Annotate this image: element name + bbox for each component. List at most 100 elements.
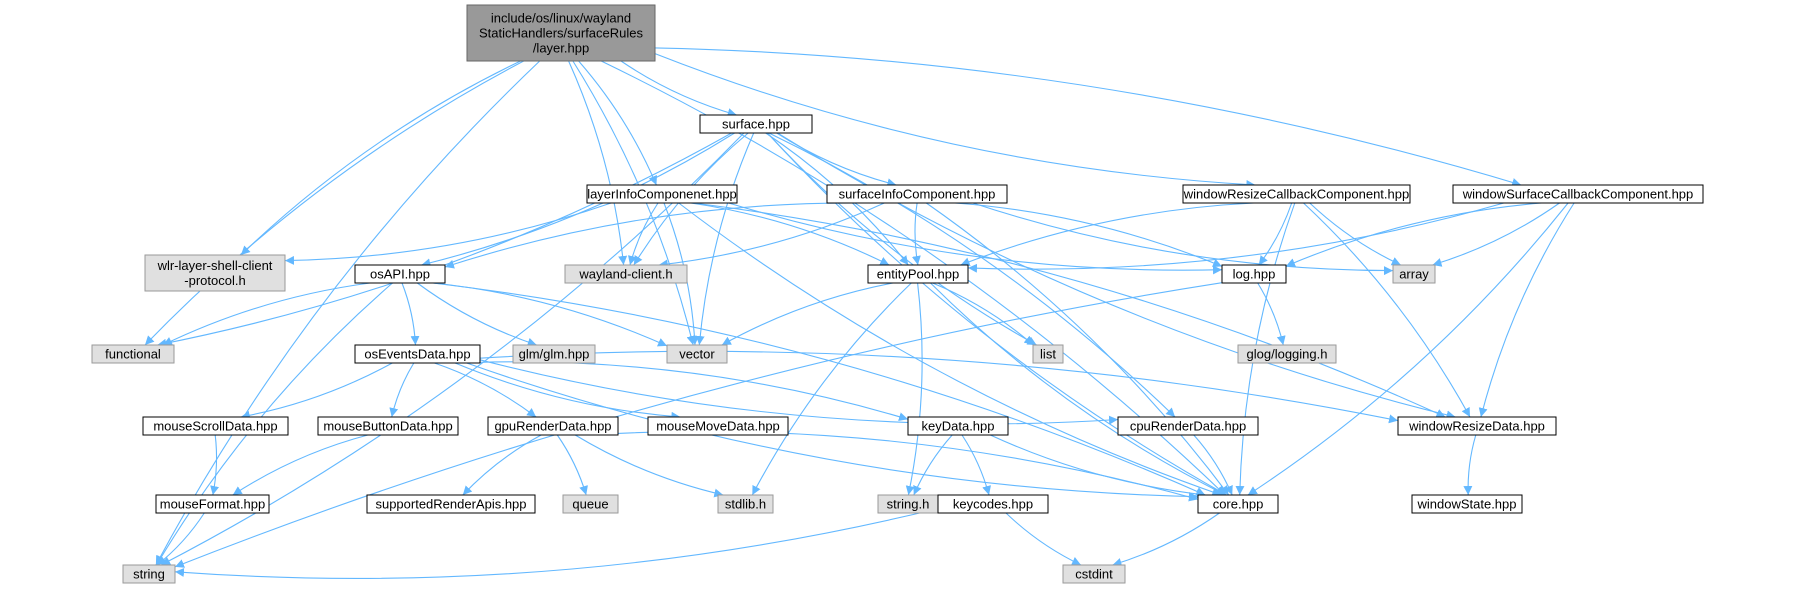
node-queue: queue	[562, 494, 619, 514]
edge-osEvents-to-mouseMove	[454, 362, 681, 421]
node-label: /layer.hpp	[533, 41, 589, 56]
node-label: glog/logging.h	[1247, 347, 1328, 362]
node-label: mouseScrollData.hpp	[153, 419, 277, 434]
node-label: windowResizeCallbackComponent.hpp	[1183, 187, 1409, 202]
node-label: gpuRenderData.hpp	[494, 419, 611, 434]
node-box-string	[122, 564, 176, 584]
edge-osAPI-to-functional	[162, 282, 371, 346]
node-label: entityPool.hpp	[877, 267, 959, 282]
edge-layer-to-functional	[144, 60, 524, 346]
edge-osAPI-to-glm	[416, 282, 537, 347]
edge-surface-to-string	[160, 132, 745, 566]
node-box-winResizeCb	[1182, 184, 1411, 204]
node-keyData[interactable]: keyData.hpp	[907, 416, 1009, 436]
edge-cpuRender-to-core	[1193, 434, 1233, 496]
node-label: osAPI.hpp	[370, 267, 430, 282]
edge-osEvents-to-mouseButton	[389, 362, 415, 418]
node-gpuRender[interactable]: gpuRenderData.hpp	[487, 416, 619, 436]
node-label: mouseButtonData.hpp	[323, 419, 452, 434]
edge-winResizeData-to-winState	[1463, 434, 1477, 496]
edge-core-to-cstdint	[1112, 512, 1220, 567]
edges-layer	[144, 47, 1575, 579]
node-box-queue	[562, 494, 619, 514]
node-box-entityPool	[867, 264, 969, 284]
node-box-winState	[1411, 494, 1523, 514]
nodes-layer: include/os/linux/waylandStaticHandlers/s…	[91, 4, 1704, 584]
edge-entityPool-to-vector	[721, 282, 894, 346]
node-box-surfaceInfo	[826, 184, 1008, 204]
node-box-array	[1392, 264, 1436, 284]
node-vector: vector	[666, 344, 728, 364]
node-winSurfCb[interactable]: windowSurfaceCallbackComponent.hpp	[1452, 184, 1704, 204]
node-box-osAPI	[354, 264, 446, 284]
node-label: string.h	[887, 497, 930, 512]
node-mouseFormat[interactable]: mouseFormat.hpp	[155, 494, 270, 514]
node-keycodes[interactable]: keycodes.hpp	[937, 494, 1049, 514]
node-glog: glog/logging.h	[1237, 344, 1337, 364]
node-winResizeData[interactable]: windowResizeData.hpp	[1397, 416, 1557, 436]
edge-winSurfCb-to-entityPool	[967, 202, 1504, 273]
edge-layer-to-winResizeCb	[654, 53, 1256, 189]
node-mouseButton[interactable]: mouseButtonData.hpp	[317, 416, 459, 436]
node-label: keyData.hpp	[922, 419, 995, 434]
node-winResizeCb[interactable]: windowResizeCallbackComponent.hpp	[1182, 184, 1411, 204]
edge-mouseFormat-to-string	[156, 512, 205, 566]
node-waylandClient: wayland-client.h	[564, 264, 688, 284]
node-supportedApis[interactable]: supportedRenderApis.hpp	[366, 494, 536, 514]
edge-layer-to-wlrLayer	[240, 60, 521, 256]
edge-keyData-to-stringh	[913, 434, 953, 496]
node-box-core	[1197, 494, 1279, 514]
node-box-wlrLayer	[144, 254, 286, 292]
edge-gpuRender-to-queue	[556, 434, 588, 496]
node-surfaceInfo[interactable]: surfaceInfoComponent.hpp	[826, 184, 1008, 204]
edge-entityPool-to-stdlib	[751, 282, 912, 496]
edge-entityPool-to-stringh	[905, 282, 923, 496]
node-box-layer	[466, 4, 656, 62]
node-cstdint: cstdint	[1062, 564, 1126, 584]
edge-surfaceInfo-to-log	[954, 202, 1223, 268]
node-layer[interactable]: include/os/linux/waylandStaticHandlers/s…	[466, 4, 656, 62]
node-cpuRender[interactable]: cpuRenderData.hpp	[1117, 416, 1259, 436]
edge-gpuRender-to-core	[617, 430, 1199, 502]
node-log[interactable]: log.hpp	[1221, 264, 1287, 284]
node-box-winSurfCb	[1452, 184, 1704, 204]
node-mouseMove[interactable]: mouseMoveData.hpp	[647, 416, 789, 436]
edge-osAPI-to-osEvents	[401, 282, 420, 346]
node-layerInfo[interactable]: layerInfoComponenet.hpp	[586, 184, 738, 204]
edge-osEvents-to-cpuRender	[479, 359, 1119, 425]
node-box-log	[1221, 264, 1287, 284]
node-surface[interactable]: surface.hpp	[699, 114, 813, 134]
edge-layerInfo-to-log	[728, 202, 1223, 275]
edge-surface-to-vector	[695, 132, 755, 346]
edge-layer-to-layerInfo	[578, 60, 658, 186]
edge-layerInfo-to-waylandClient	[628, 202, 659, 266]
node-label: wlr-layer-shell-client	[157, 258, 273, 273]
node-label: list	[1040, 347, 1056, 362]
edge-surfaceInfo-to-core	[925, 202, 1230, 496]
node-box-mouseButton	[317, 416, 459, 436]
edge-entityPool-to-core	[930, 282, 1226, 496]
node-winState[interactable]: windowState.hpp	[1411, 494, 1523, 514]
node-box-osEvents	[354, 344, 481, 364]
node-osAPI[interactable]: osAPI.hpp	[354, 264, 446, 284]
edge-mouseButton-to-mouseFormat	[232, 434, 368, 496]
edge-winSurfCb-to-array	[1432, 202, 1560, 267]
node-box-mouseScroll	[142, 416, 289, 436]
node-label: cpuRenderData.hpp	[1130, 419, 1246, 434]
edge-layer-to-winSurfCb	[654, 47, 1522, 187]
node-osEvents[interactable]: osEventsData.hpp	[354, 344, 481, 364]
node-stringh: string.h	[877, 494, 939, 514]
node-core[interactable]: core.hpp	[1197, 494, 1279, 514]
node-box-keyData	[907, 416, 1009, 436]
node-label: array	[1399, 267, 1429, 282]
edge-entityPool-to-list	[932, 282, 1034, 346]
node-label: StaticHandlers/surfaceRules	[479, 26, 644, 41]
edge-keycodes-to-string	[174, 508, 939, 579]
node-box-surface	[699, 114, 813, 134]
edge-winSurfCb-to-log	[1285, 202, 1542, 267]
node-entityPool[interactable]: entityPool.hpp	[867, 264, 969, 284]
node-mouseScroll[interactable]: mouseScrollData.hpp	[142, 416, 289, 436]
node-label: osEventsData.hpp	[364, 347, 470, 362]
node-box-stdlib	[717, 494, 774, 514]
